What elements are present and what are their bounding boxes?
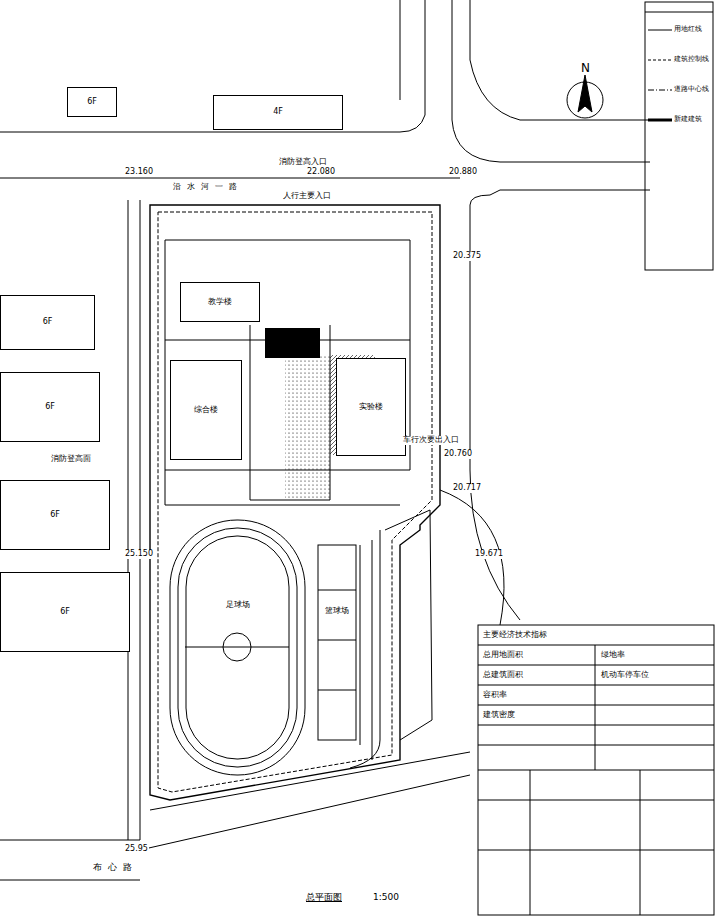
table-cell: 总建筑面积 [482,671,524,680]
table-cell: 总用地面积 [482,651,524,660]
building-block: 6F [0,295,95,350]
building-block: 6F [0,480,110,550]
legend-text: 用地红线 [674,26,702,34]
building-block: 篮球场 [320,600,354,622]
building-block: 6F [0,572,130,652]
legend-text: 建筑控制线 [674,56,709,64]
elevation: 19.671 [474,550,504,559]
table-cell: 机动车停车位 [600,671,650,680]
building-label: 实验楼 [359,403,383,412]
building-block: 6F [0,372,100,442]
entrance-label: 人行主要入口 [282,192,332,201]
building-label: 6F [50,511,60,520]
building-label: 综合楼 [194,406,218,415]
scale-label: 1:500 [372,893,400,903]
entrance-label: 车行次要出入口 [402,436,460,445]
building-label: 6F [45,403,55,412]
building-block: 6F [67,87,117,117]
legend-sample [648,90,672,91]
elevation: 20.760 [443,450,473,459]
elevation: 25.150 [124,550,154,559]
elevation: 25.95 [124,845,149,854]
table-cell: 主要经济技术指标 [482,631,548,640]
building-label: 6F [60,608,70,617]
street-name: 布心路 [92,863,139,873]
elevation: 23.160 [124,168,154,177]
building-label: 6F [43,318,53,327]
building-label: 教学楼 [208,298,232,307]
building-block: 实验楼 [336,358,406,456]
elevation: 20.880 [448,168,478,177]
elevation: 20.717 [452,484,482,493]
building-block: 综合楼 [170,360,242,460]
drawing-caption: 总平面图 [305,893,343,903]
legend-text: 道路中心线 [674,86,709,94]
entrance-label: 消防登高入口 [278,158,328,167]
building-label: 篮球场 [325,607,349,616]
building-label: 足球场 [226,601,250,610]
building-block: 教学楼 [180,282,260,322]
legend-text: 新建建筑 [674,116,702,124]
table-cell: 绿地率 [600,651,626,660]
building-label: 6F [87,98,97,107]
street-name: 沿水河一路 [172,183,244,192]
legend-sample [648,119,672,122]
building-label: 4F [273,108,283,117]
building-block: 4F [213,95,343,130]
building-block: 足球场 [205,585,270,625]
elevation: 20.375 [452,252,482,261]
legend-sample [648,30,672,31]
table-cell: 容积率 [482,691,508,700]
fire-access-label: 消防登高面 [50,455,92,464]
legend-sample [648,60,672,61]
elevation: 22.080 [306,168,336,177]
table-cell: 建筑密度 [482,711,516,720]
north-label: N [580,62,591,75]
